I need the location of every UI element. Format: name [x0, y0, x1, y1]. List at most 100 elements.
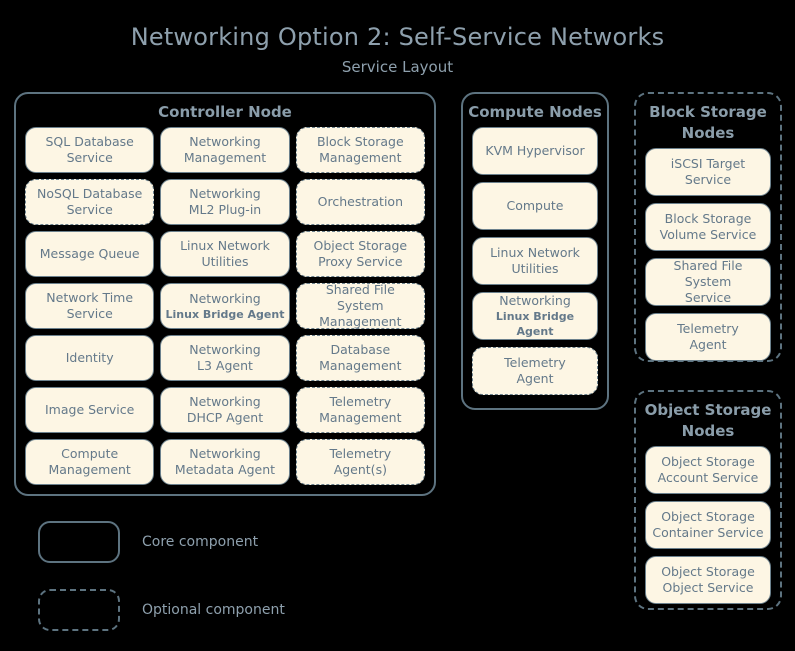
- service-card-line1: Networking: [189, 342, 261, 357]
- service-card-line1: Identity: [65, 350, 114, 365]
- legend-label-optional: Optional component: [142, 602, 285, 618]
- service-card-line2: Service: [66, 150, 113, 165]
- service-card-line2: Agent: [516, 371, 554, 386]
- object-storage-nodes-title: Object Storage Nodes: [644, 401, 772, 440]
- service-card-line1: Image Service: [45, 402, 135, 417]
- service-card-line1: Telemetry: [677, 321, 739, 336]
- service-card-line1: Telemetry: [504, 355, 566, 370]
- service-card-line1: Compute: [506, 198, 564, 213]
- legend-item-optional: Optional component: [38, 583, 418, 637]
- service-card[interactable]: Identity: [25, 335, 155, 381]
- legend-swatch-dashed: [38, 589, 120, 631]
- service-card-line1: Linux Network: [490, 245, 580, 260]
- service-card-line1: Networking: [499, 293, 571, 308]
- service-card-line2: Service: [684, 172, 732, 187]
- diagram-title-block: Networking Option 2: Self-Service Networ…: [0, 22, 795, 78]
- service-card-line1: Telemetry: [329, 446, 392, 461]
- service-card-line1: Block Storage: [316, 134, 404, 149]
- controller-node-title: Controller Node: [158, 103, 292, 121]
- service-card-line2: Service: [66, 202, 113, 217]
- service-card-line1: Orchestration: [317, 194, 403, 209]
- service-card-line2: Management: [319, 150, 402, 165]
- service-card-line2: Management: [183, 150, 267, 165]
- service-card-line2: Volume Service: [659, 227, 757, 242]
- service-card-line2: DHCP Agent: [186, 410, 264, 425]
- service-card-line1: Shared File System: [325, 282, 395, 313]
- service-card-line2: ML2 Plug-in: [188, 202, 262, 217]
- service-card-line2: Linux Bridge Agent: [495, 310, 575, 338]
- service-card-line1: Object Storage: [661, 454, 755, 469]
- service-card-line1: Block Storage: [664, 211, 752, 226]
- service-card-line1: Database: [330, 342, 391, 357]
- service-card-line1: NoSQL Database: [36, 186, 143, 201]
- service-card[interactable]: KVM Hypervisor: [472, 127, 598, 175]
- service-card-line2: Object Service: [662, 580, 754, 595]
- service-card-line1: Object Storage: [313, 238, 408, 253]
- service-card-line1: SQL Database: [45, 134, 134, 149]
- service-card-line1: KVM Hypervisor: [485, 143, 585, 158]
- service-card-line2: Management: [48, 462, 131, 477]
- service-card-line1: Linux Network: [180, 238, 270, 253]
- service-card-line2: Account Service: [657, 470, 759, 485]
- service-card-line2: Metadata Agent: [174, 462, 276, 477]
- block-storage-nodes-title: Block Storage Nodes: [649, 103, 767, 142]
- service-card[interactable]: Compute: [472, 182, 598, 230]
- service-card-line2: Agent: [689, 337, 727, 352]
- legend-item-core: Core component: [38, 515, 418, 569]
- service-card[interactable]: Image Service: [25, 387, 155, 433]
- service-card[interactable]: Message Queue: [25, 231, 155, 277]
- service-card-line1: Shared File System: [673, 258, 743, 289]
- service-card-line2: Management: [319, 410, 402, 425]
- compute-nodes-title: Compute Nodes: [468, 103, 602, 121]
- page-title: Networking Option 2: Self-Service Networ…: [130, 23, 665, 51]
- service-card-line1: Object Storage: [661, 509, 755, 524]
- service-card-line1: Networking: [189, 446, 261, 461]
- page-subtitle: Service Layout: [341, 58, 454, 76]
- legend: Core component Optional component: [38, 515, 418, 651]
- service-card-line1: Networking: [189, 290, 261, 306]
- service-card-line2: Agent(s): [333, 462, 387, 477]
- legend-swatch-solid: [38, 521, 120, 563]
- service-card-line2: Management: [319, 314, 402, 329]
- service-card[interactable]: Orchestration: [295, 179, 425, 225]
- service-card-line1: Telemetry: [329, 394, 392, 409]
- service-card-line2: Container Service: [652, 525, 764, 540]
